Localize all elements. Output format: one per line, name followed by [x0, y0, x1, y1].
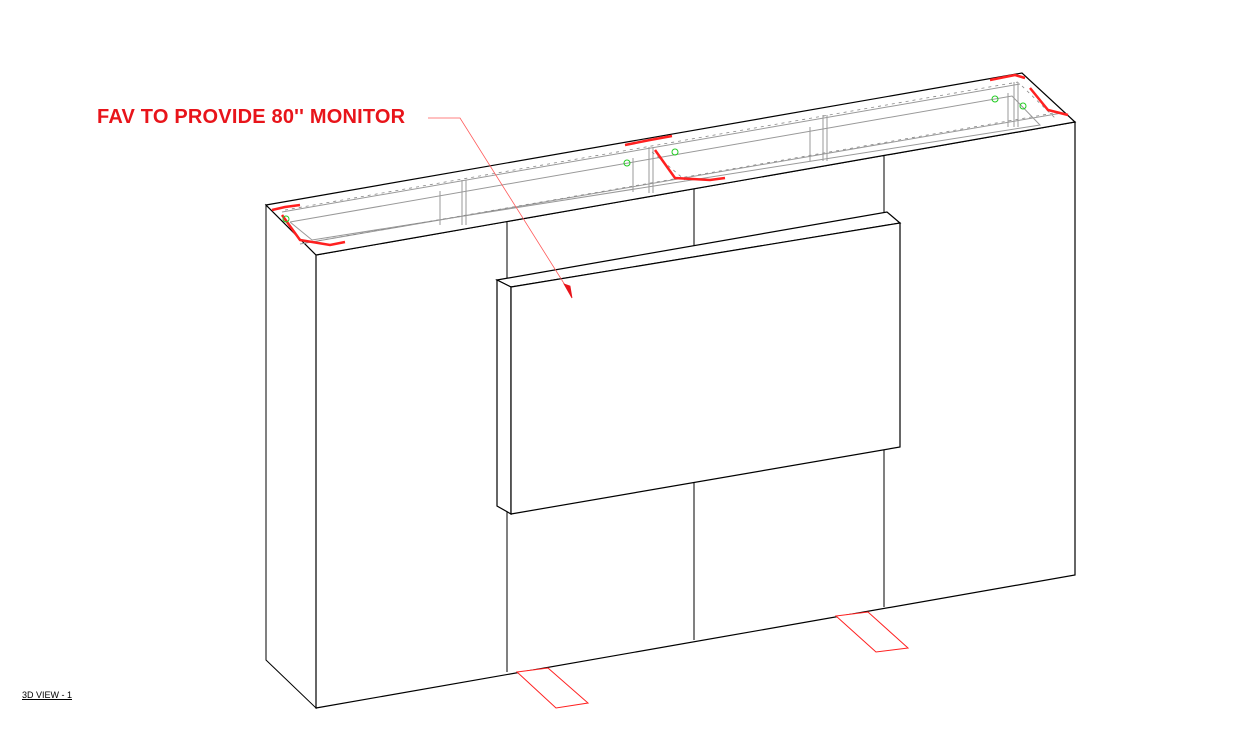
monitor	[495, 211, 902, 516]
frame-connectors	[271, 73, 1069, 247]
foot-right	[834, 611, 910, 653]
green-markers	[282, 95, 1027, 223]
callout-leader	[428, 117, 573, 299]
foot-left	[515, 667, 590, 709]
wall-left-side	[265, 203, 317, 710]
view-label: 3D VIEW - 1	[22, 690, 73, 700]
top-frame-holes	[284, 81, 1061, 244]
monitor-callout-text: FAV TO PROVIDE 80'' MONITOR	[97, 106, 406, 128]
base-feet	[515, 611, 910, 709]
